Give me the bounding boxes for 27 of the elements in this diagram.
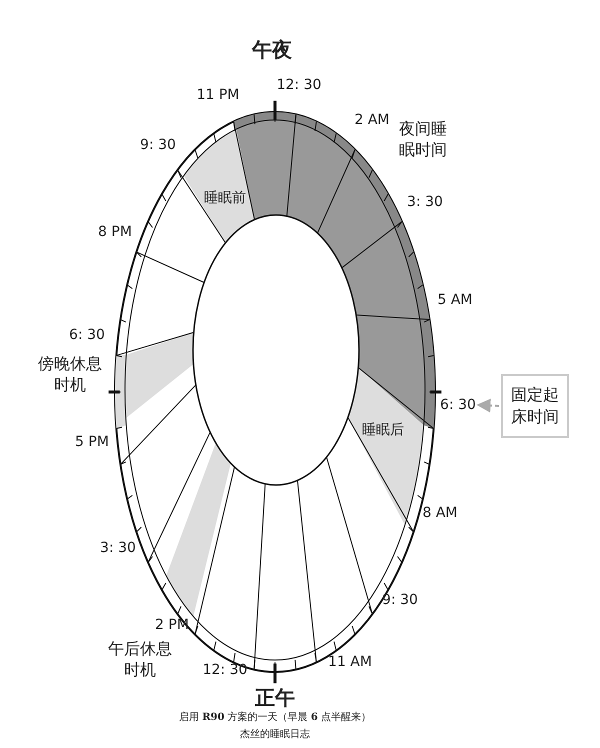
time-label: 6: 30 (69, 327, 105, 343)
arrow (476, 398, 500, 413)
time-label: 8 PM (98, 224, 132, 240)
time-label: 2 PM (155, 617, 189, 633)
time-label: 3: 30 (100, 540, 136, 556)
time-label: 8 AM (422, 505, 458, 521)
period-label: 傍晚休息时机 (37, 354, 103, 396)
time-label: 11 AM (328, 654, 372, 670)
caption-text: 杰丝的睡眠日志 (240, 728, 310, 741)
time-label: 12: 30 (202, 662, 248, 678)
segment-label: 睡眠后 (362, 421, 404, 439)
note-box: 固定起床时间 (501, 374, 569, 438)
time-label: 3: 30 (407, 194, 443, 210)
time-label: 2 AM (354, 112, 390, 128)
time-label: 11 PM (196, 87, 240, 103)
time-label: 9: 30 (382, 592, 418, 608)
time-label: 12: 30 (276, 77, 322, 93)
heading: 午夜 (252, 36, 292, 64)
time-label: 6: 30 (440, 397, 476, 413)
segment-label: 睡眠前 (204, 189, 246, 207)
time-label: 5 AM (438, 292, 472, 308)
time-label: 5 PM (75, 434, 109, 450)
period-label: 午后休息时机 (107, 639, 173, 681)
heading: 正午 (255, 684, 295, 712)
caption-text: 启用 R90 方案的一天（早晨 6 点半醒来） (179, 710, 371, 724)
period-label: 夜间睡眠时间 (398, 119, 448, 161)
time-label: 9: 30 (140, 137, 176, 153)
